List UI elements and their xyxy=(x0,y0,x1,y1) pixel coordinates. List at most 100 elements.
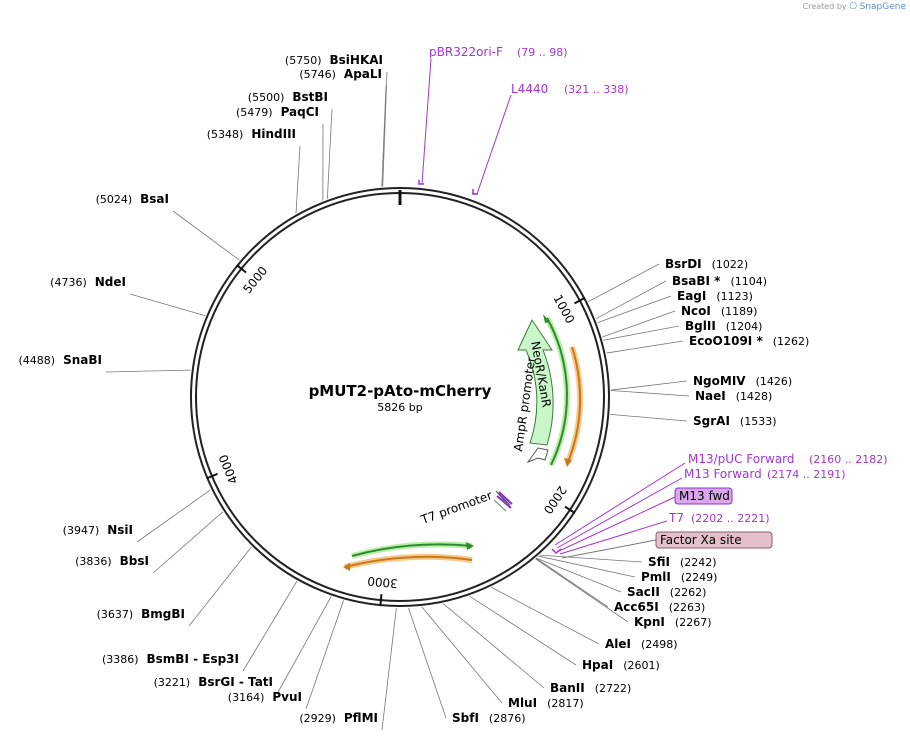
site-position: (5750) xyxy=(285,54,322,67)
t7-promoter-arrow[interactable] xyxy=(495,490,511,506)
neor-kanr-gene-arrow[interactable] xyxy=(517,318,554,446)
site-position: (5479) xyxy=(236,106,273,119)
site-position: (3637) xyxy=(97,608,134,621)
primer-m13fwd-range: (2174 .. 2191) xyxy=(767,468,846,481)
site-pvui[interactable]: PvuI(3164) xyxy=(228,690,302,704)
site-position: (3386) xyxy=(102,653,139,666)
site-bsrdi[interactable]: BsrDI(1022) xyxy=(665,257,748,271)
primer-pbr322-range: (79 .. 98) xyxy=(517,46,568,59)
site-name: AleI xyxy=(605,637,631,651)
site-name: ApaLI xyxy=(344,67,382,81)
site-name: SnaBI xyxy=(63,353,102,367)
site-name: SfiI xyxy=(648,555,670,569)
site-position: (1104) xyxy=(730,275,767,288)
site-position: (1189) xyxy=(721,305,758,318)
site-bsai[interactable]: BsaI(5024) xyxy=(96,192,169,206)
site-ndei[interactable]: NdeI(4736) xyxy=(50,275,126,289)
site-leader xyxy=(536,557,622,593)
primer-l4440-name[interactable]: L4440 xyxy=(511,82,548,96)
site-bbsi[interactable]: BbsI(3836) xyxy=(75,554,149,568)
site-eagi[interactable]: EagI(1123) xyxy=(677,289,753,303)
site-name: SbfI xyxy=(452,711,479,725)
primer-m13fwd-box-leader xyxy=(558,496,676,552)
site-leader xyxy=(538,555,636,578)
tick-3000 xyxy=(379,594,383,607)
site-position: (4488) xyxy=(19,354,56,367)
tick-4000 xyxy=(206,472,218,480)
site-name: Acc65I xyxy=(614,600,659,614)
site-hindiii[interactable]: HindIII(5348) xyxy=(207,127,296,141)
orf-right-orange-arrow[interactable] xyxy=(567,346,582,463)
site-bsihkai[interactable]: BsiHKAI(5750) xyxy=(285,53,383,67)
site-nsii[interactable]: NsiI(3947) xyxy=(63,523,133,537)
feature-layer: NeoR/KanR AmpR promoter T7 promoter xyxy=(343,314,584,571)
m13-fwd-box-label: M13 fwd xyxy=(679,489,730,503)
factor-xa-box[interactable] xyxy=(655,531,773,549)
site-position: (1262) xyxy=(773,335,810,348)
site-bsmbi-esp3i[interactable]: BsmBI - Esp3I (3386) xyxy=(102,652,239,666)
site-leader xyxy=(603,325,680,341)
site-name: BglII xyxy=(685,319,716,333)
site-sfii[interactable]: SfiI(2242) xyxy=(648,555,717,569)
m13-fwd-box[interactable] xyxy=(674,487,733,505)
site-position: (2601) xyxy=(623,659,660,672)
site-ngomiv[interactable]: NgoMIV(1426) xyxy=(693,374,792,388)
site-ncoi[interactable]: NcoI (1189) xyxy=(681,304,757,318)
site-apali[interactable]: ApaLI(5746) xyxy=(299,67,382,81)
primer-l4440-leader xyxy=(471,94,512,195)
site-position: (1022) xyxy=(712,258,749,271)
site-name: BsmBI - Esp3I xyxy=(147,652,239,666)
plasmid-size: 5826 bp xyxy=(377,401,422,414)
primer-l4440-range: (321 .. 338) xyxy=(564,83,629,96)
site-name: NcoI xyxy=(681,304,711,318)
site-snabi[interactable]: SnaBI (4488) xyxy=(19,353,102,367)
site-mlui[interactable]: MluI(2817) xyxy=(508,696,584,710)
site-position: (5348) xyxy=(207,128,244,141)
primer-pbr322-name[interactable]: pBR322ori-F xyxy=(429,45,503,59)
primer-m13fwd-name[interactable]: M13 Forward xyxy=(684,467,762,481)
site-alei[interactable]: AleI(2498) xyxy=(605,637,678,651)
primer-m13puc-leader xyxy=(554,462,686,546)
site-sgrai[interactable]: SgrAI(1533) xyxy=(693,414,776,428)
restriction-sites: BsiHKAI(5750)ApaLI(5746) BstBI(5500)PaqCI… xyxy=(19,53,810,725)
site-pflmi[interactable]: PflMI(2929) xyxy=(299,711,378,725)
site-sacii[interactable]: SacII(2262) xyxy=(627,585,706,599)
site-leader xyxy=(129,293,206,317)
site-pmli[interactable]: PmlI(2249) xyxy=(641,570,717,584)
site-paqci[interactable]: PaqCI(5479) xyxy=(236,105,319,119)
site-acc65i[interactable]: Acc65I(2263) xyxy=(614,600,705,614)
site-leader xyxy=(606,340,684,354)
primer-m13fwd-leader xyxy=(556,477,683,549)
site-bstbi[interactable]: BstBI(5500) xyxy=(248,90,328,104)
site-bsabi[interactable]: BsaBI *(1104) xyxy=(672,274,767,288)
tick-1000 xyxy=(574,296,586,305)
primer-m13puc-name[interactable]: M13/pUC Forward xyxy=(688,452,795,466)
site-sbfi[interactable]: SbfI(2876) xyxy=(452,711,526,725)
site-leader xyxy=(326,108,333,199)
t7-primer-mark-a xyxy=(496,495,512,509)
orf-bottom-green-arrow[interactable] xyxy=(351,543,473,557)
primer-cluster-mark xyxy=(551,548,562,555)
site-leader xyxy=(469,595,577,666)
tick-label-4000: 4000 xyxy=(216,452,241,486)
site-kpni[interactable]: KpnI(2267) xyxy=(634,615,711,629)
ampr-promoter-arrow[interactable] xyxy=(526,447,549,464)
t7-primer-mark-b xyxy=(498,491,513,505)
site-leader xyxy=(491,586,600,645)
primer-t7-name[interactable]: T7 xyxy=(668,511,684,525)
site-leader xyxy=(421,606,503,704)
site-leader xyxy=(172,210,240,261)
site-ecoo109i[interactable]: EcoO109I *(1262) xyxy=(689,334,809,348)
site-bmgbi[interactable]: BmgBI(3637) xyxy=(97,607,185,621)
site-banii[interactable]: BanII(2722) xyxy=(550,681,631,695)
site-bsrgi-tati[interactable]: BsrGI - TatI(3221) xyxy=(154,675,273,689)
orf-bottom-orange-arrow[interactable] xyxy=(344,555,473,568)
site-name: BstBI xyxy=(292,90,328,104)
site-name: PmlI xyxy=(641,570,671,584)
site-leader xyxy=(610,413,688,422)
site-position: (1533) xyxy=(740,415,777,428)
site-hpai[interactable]: HpaI(2601) xyxy=(582,658,660,672)
site-bglii[interactable]: BglII(1204) xyxy=(685,319,762,333)
orf-right-green-arrow[interactable] xyxy=(546,317,568,466)
site-naei[interactable]: NaeI(1428) xyxy=(695,389,772,403)
